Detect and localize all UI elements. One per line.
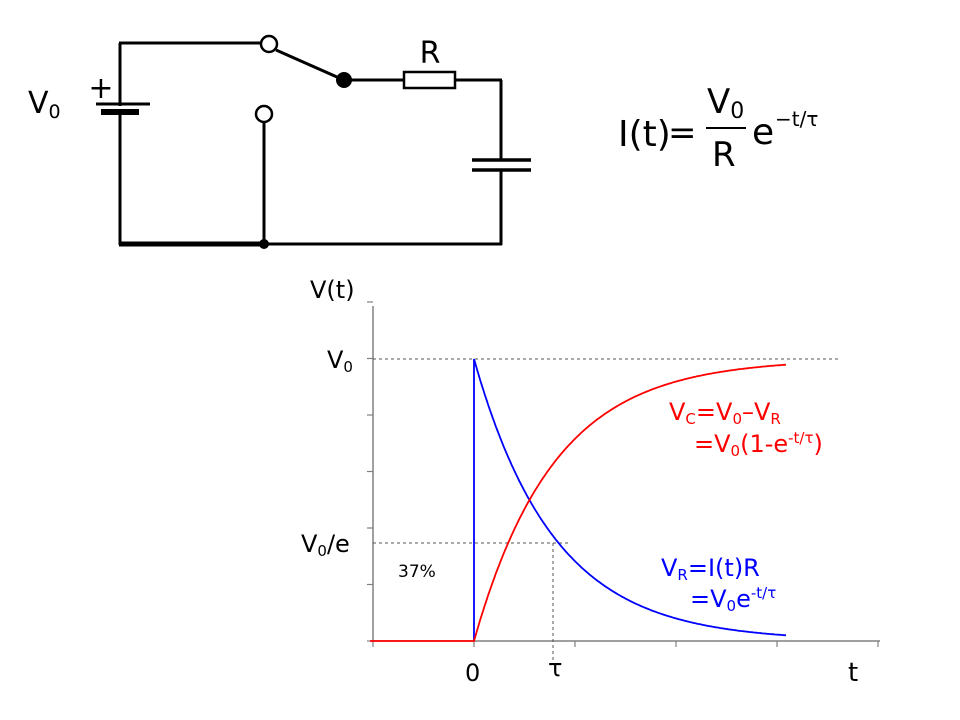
y-tick-v0-over-e: V0/e xyxy=(301,530,350,560)
vr-equation-line2: =V0e-t/τ xyxy=(690,584,776,615)
vr-equation-line1: VR=I(t)R xyxy=(661,554,760,584)
battery-short-plate xyxy=(101,109,139,115)
battery-label: V0 xyxy=(28,86,61,123)
junction-node xyxy=(259,239,269,249)
formula-numerator: V0 xyxy=(707,82,744,124)
switch-pivot xyxy=(336,72,352,88)
x-axis-ticks xyxy=(372,641,879,647)
resistor-label: R xyxy=(420,36,441,71)
formula-exponent: −t/τ xyxy=(775,107,818,131)
y-axis-label: V(t) xyxy=(310,276,355,304)
formula-exp-base: e xyxy=(752,112,774,153)
percent-37-label: 37% xyxy=(398,562,436,582)
y-axis-ticks xyxy=(367,301,373,642)
switch-terminal-upper xyxy=(259,34,279,54)
x-tick-tau: τ xyxy=(548,654,562,682)
x-axis-label: t xyxy=(848,658,858,688)
vc-equation-line2: =V0(1-e-t/τ) xyxy=(694,429,823,460)
vc-charge-curve xyxy=(370,363,787,642)
switch-arm xyxy=(275,48,338,79)
vr-discharge-curve xyxy=(473,358,787,641)
x-tick-zero: 0 xyxy=(465,659,480,687)
current-formula: I(t) = V0 R e −t/τ xyxy=(618,82,818,175)
formula-lhs: I(t) xyxy=(618,114,671,155)
vc-equation-line1: VC=V0–VR xyxy=(669,398,781,428)
voltage-plot: V(t) V0 V0/e 0 τ t 37% VC=V0–VR =V0(1-e-… xyxy=(301,276,880,688)
resistor xyxy=(402,70,457,90)
formula-equals: = xyxy=(668,113,697,153)
formula-denominator: R xyxy=(712,135,736,175)
switch-terminal-lower xyxy=(254,104,274,124)
y-tick-v0: V0 xyxy=(327,346,353,376)
circuit-diagram xyxy=(96,34,531,249)
battery-plus-sign: + xyxy=(88,71,113,106)
